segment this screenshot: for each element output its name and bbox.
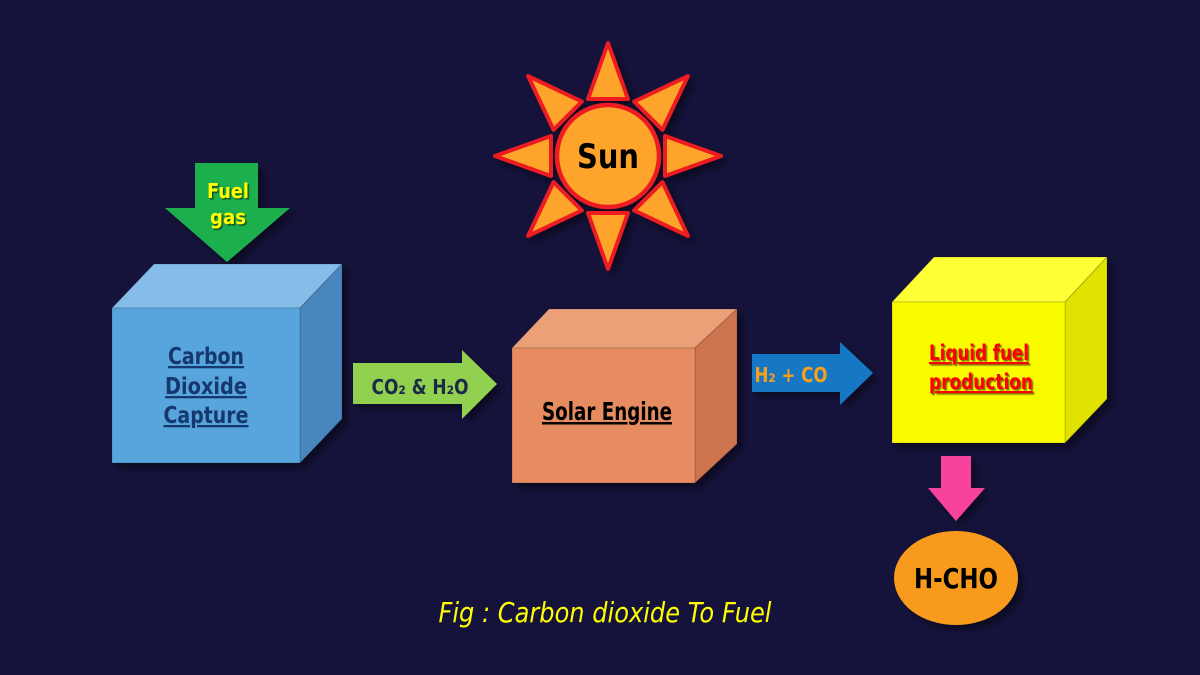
hcho-arrow — [928, 456, 985, 521]
sun-ray-icon — [526, 74, 584, 132]
liquid-fuel-label-line2: production — [929, 370, 1033, 394]
sun-ray-icon — [586, 211, 630, 271]
sun-label: Sun — [577, 137, 639, 177]
co2-capture-label-line2: Dioxide — [165, 374, 247, 400]
liquid-fuel-box-front-face — [891, 301, 1066, 444]
h2-co-label: H₂ + CO — [755, 363, 828, 387]
co2-capture-box: Carbon Dioxide Capture — [110, 262, 344, 465]
co2-h2o-label: CO₂ & H₂O — [372, 375, 469, 399]
sun-ray-icon — [663, 134, 723, 178]
solar-engine-box-front-face — [511, 347, 696, 484]
sun-ray-icon — [493, 134, 553, 178]
sun-disc — [554, 102, 662, 210]
fuel-gas-arrow: Fuel gas — [165, 163, 290, 262]
co2-capture-label-line1: Carbon — [168, 344, 244, 370]
fuel-gas-label-line2: gas — [210, 205, 246, 229]
co2-capture-label-line3: Capture — [164, 403, 249, 429]
liquid-fuel-box: Liquid fuel production — [890, 255, 1109, 445]
co2-h2o-arrow: CO₂ & H₂O — [353, 350, 497, 419]
sun-ray-icon — [526, 180, 584, 238]
sun-ray-icon — [632, 180, 690, 238]
right-arrow-icon — [353, 350, 497, 419]
down-arrow-icon — [165, 163, 290, 262]
h2-co-arrow: H₂ + CO — [752, 342, 873, 405]
co2-capture-box-front-face — [111, 307, 301, 464]
hcho-node: H-CHO — [894, 531, 1018, 625]
hcho-ellipse — [894, 531, 1018, 625]
solar-engine-box: Solar Engine — [510, 307, 739, 485]
fuel-gas-label-line1: Fuel — [207, 179, 249, 203]
solar-engine-label: Solar Engine — [542, 397, 672, 426]
sun-ray-icon — [632, 74, 690, 132]
hcho-label: H-CHO — [914, 562, 998, 595]
sun-ray-icon — [586, 41, 630, 101]
figure-caption: Fig : Carbon dioxide To Fuel — [439, 596, 772, 629]
down-arrow-icon — [928, 456, 985, 521]
right-arrow-icon — [752, 342, 873, 405]
sun-icon: Sun — [493, 41, 723, 271]
liquid-fuel-label-line1: Liquid fuel — [929, 341, 1029, 365]
